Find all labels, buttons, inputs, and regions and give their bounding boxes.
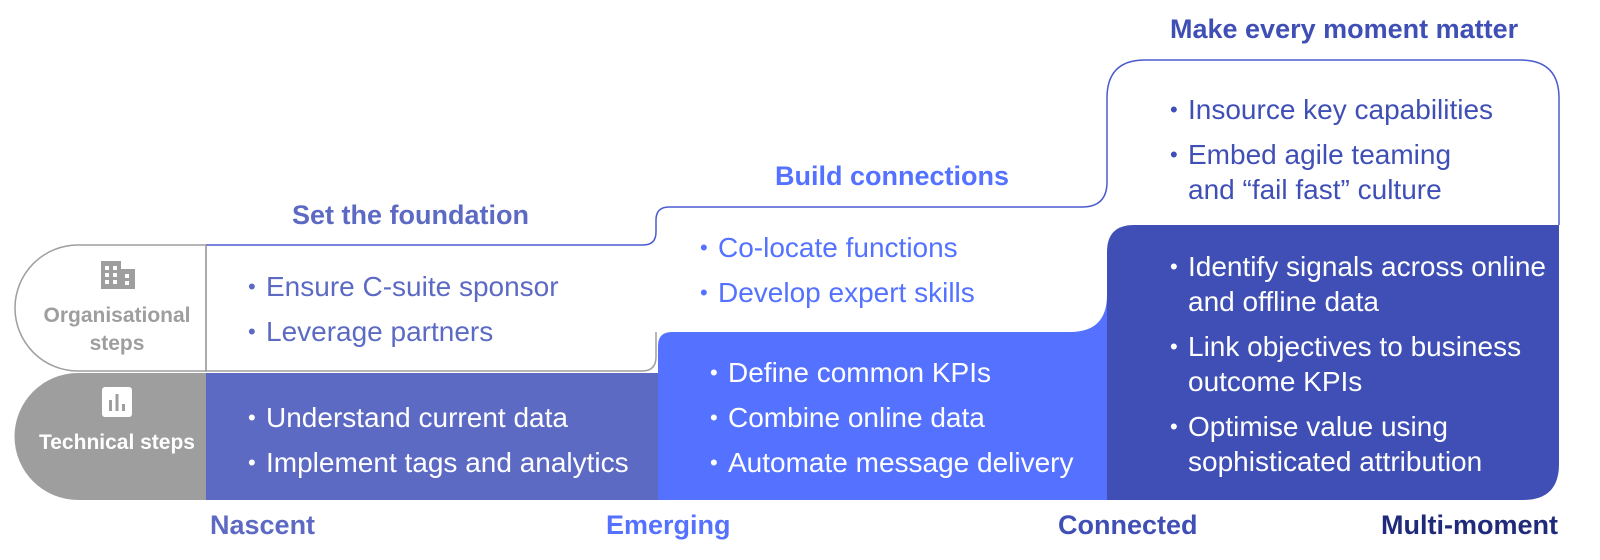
list-item: Link objectives to business outcome KPIs (1170, 329, 1560, 399)
bar-chart-icon (102, 387, 132, 422)
list-item: Develop expert skills (700, 275, 1100, 310)
list-item: Co-locate functions (700, 230, 1100, 265)
technical-steps-label: Technical steps (38, 431, 195, 454)
stage-label-connected: Connected (1058, 510, 1198, 540)
list-item: Define common KPIs (710, 355, 1110, 390)
list-item: Combine online data (710, 400, 1110, 435)
moment-technical-list: Identify signals across online and offli… (1170, 249, 1560, 489)
connections-organisational-list: Co-locate functions Develop expert skill… (700, 230, 1100, 320)
organisational-steps-label: Organisational steps (43, 304, 191, 355)
list-item: Implement tags and analytics (248, 445, 658, 480)
stage-label-nascent: Nascent (210, 510, 316, 540)
building-icon (101, 259, 135, 294)
connections-technical-list: Define common KPIs Combine online data A… (710, 355, 1110, 490)
foundation-technical-list: Understand current data Implement tags a… (248, 400, 658, 490)
heading-set-the-foundation: Set the foundation (292, 200, 529, 230)
organisational-steps-pill (14, 244, 207, 372)
moment-organisational-list: Insource key capabilities Embed agile te… (1170, 92, 1500, 217)
heading-make-every-moment-matter: Make every moment matter (1170, 14, 1519, 44)
list-item: Insource key capabilities (1170, 92, 1500, 127)
list-item: Understand current data (248, 400, 658, 435)
list-item: Automate message delivery (710, 445, 1110, 480)
organisational-outline (206, 59, 1560, 246)
stage-label-multi-moment: Multi-moment (1381, 510, 1558, 540)
heading-build-connections: Build connections (775, 161, 1010, 191)
stage-label-emerging: Emerging (606, 510, 731, 540)
list-item: Embed agile teaming and “fail fast” cult… (1170, 137, 1500, 207)
list-item: Identify signals across online and offli… (1170, 249, 1560, 319)
list-item: Leverage partners (248, 314, 648, 349)
foundation-organisational-list: Ensure C-suite sponsor Leverage partners (248, 269, 648, 359)
organisational-divider (205, 245, 657, 372)
technical-steps-pill (14, 373, 207, 500)
list-item: Optimise value using sophisticated attri… (1170, 409, 1560, 479)
list-item: Ensure C-suite sponsor (248, 269, 648, 304)
